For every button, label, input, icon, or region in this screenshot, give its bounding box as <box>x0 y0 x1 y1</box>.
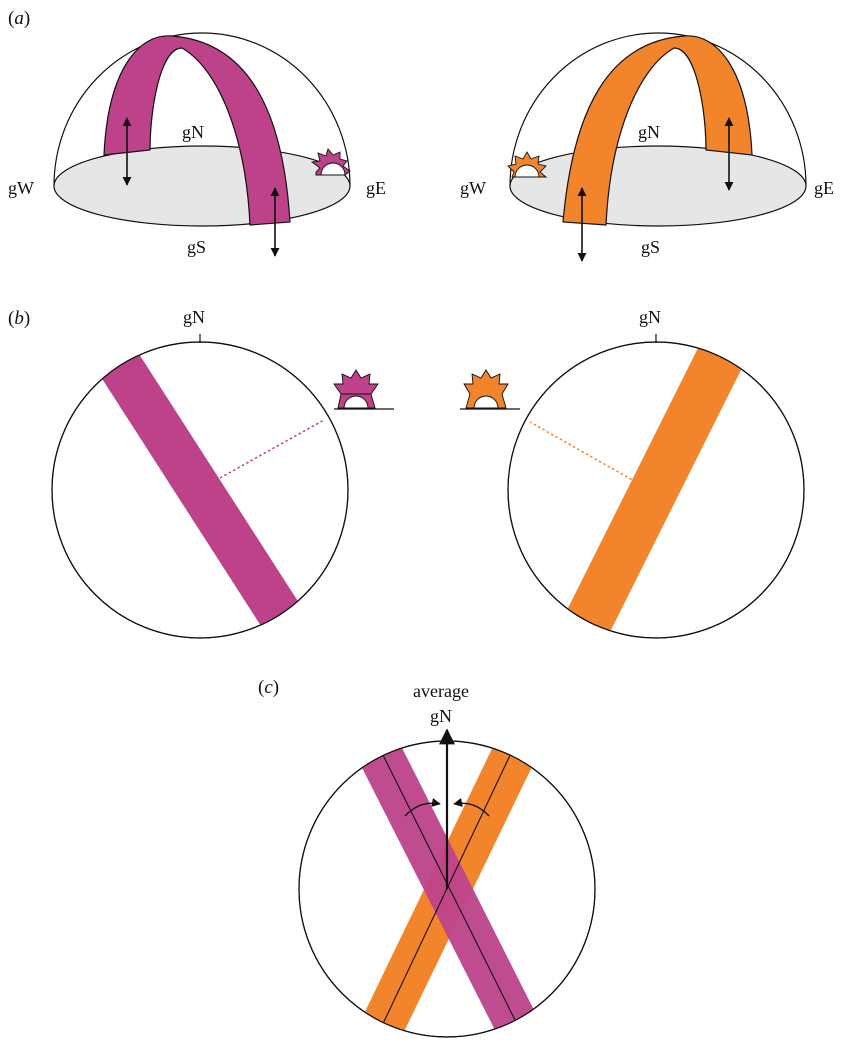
dome-right: gN gW gE gS <box>460 32 834 262</box>
label-gE: gE <box>366 178 386 198</box>
panel-label-b: (b) <box>8 308 30 329</box>
rotation-arrow-right <box>453 798 490 817</box>
sun-icon <box>507 151 548 178</box>
sun-compass-band-left <box>103 35 291 226</box>
sun-compass-band-right <box>562 342 750 638</box>
label-gE: gE <box>814 178 834 198</box>
dome-right-floor <box>509 145 807 227</box>
circle-combined <box>298 728 596 1038</box>
label-gW: gW <box>8 178 34 198</box>
rotation-arrow-left <box>404 798 441 817</box>
sun-icon <box>460 369 520 410</box>
band-orange-axis <box>379 741 523 1031</box>
panel-label-c: (c) <box>258 677 279 698</box>
dome-left: gN gW gE gS <box>8 32 386 257</box>
label-gS: gS <box>187 237 206 257</box>
circle-left: gN <box>51 307 394 639</box>
sun-icon <box>310 148 351 176</box>
sun-compass-band-right <box>562 35 753 226</box>
sun-compass-band-left <box>90 342 310 638</box>
label-gN: gN <box>183 307 205 327</box>
label-gN: gN <box>638 122 660 142</box>
sun-icon <box>333 369 394 410</box>
sun-azimuth-line-right <box>529 421 637 483</box>
label-average: average <box>413 681 469 701</box>
dome-left-outline <box>53 32 351 187</box>
label-gN: gN <box>430 706 452 726</box>
panel-label-a: (a) <box>8 8 30 29</box>
dome-right-outline <box>509 32 807 187</box>
label-gN: gN <box>182 122 204 142</box>
circle-right: gN <box>460 307 805 639</box>
dome-left-floor <box>53 145 351 227</box>
label-gW: gW <box>460 178 486 198</box>
label-gS: gS <box>641 237 660 257</box>
label-gN: gN <box>639 307 661 327</box>
